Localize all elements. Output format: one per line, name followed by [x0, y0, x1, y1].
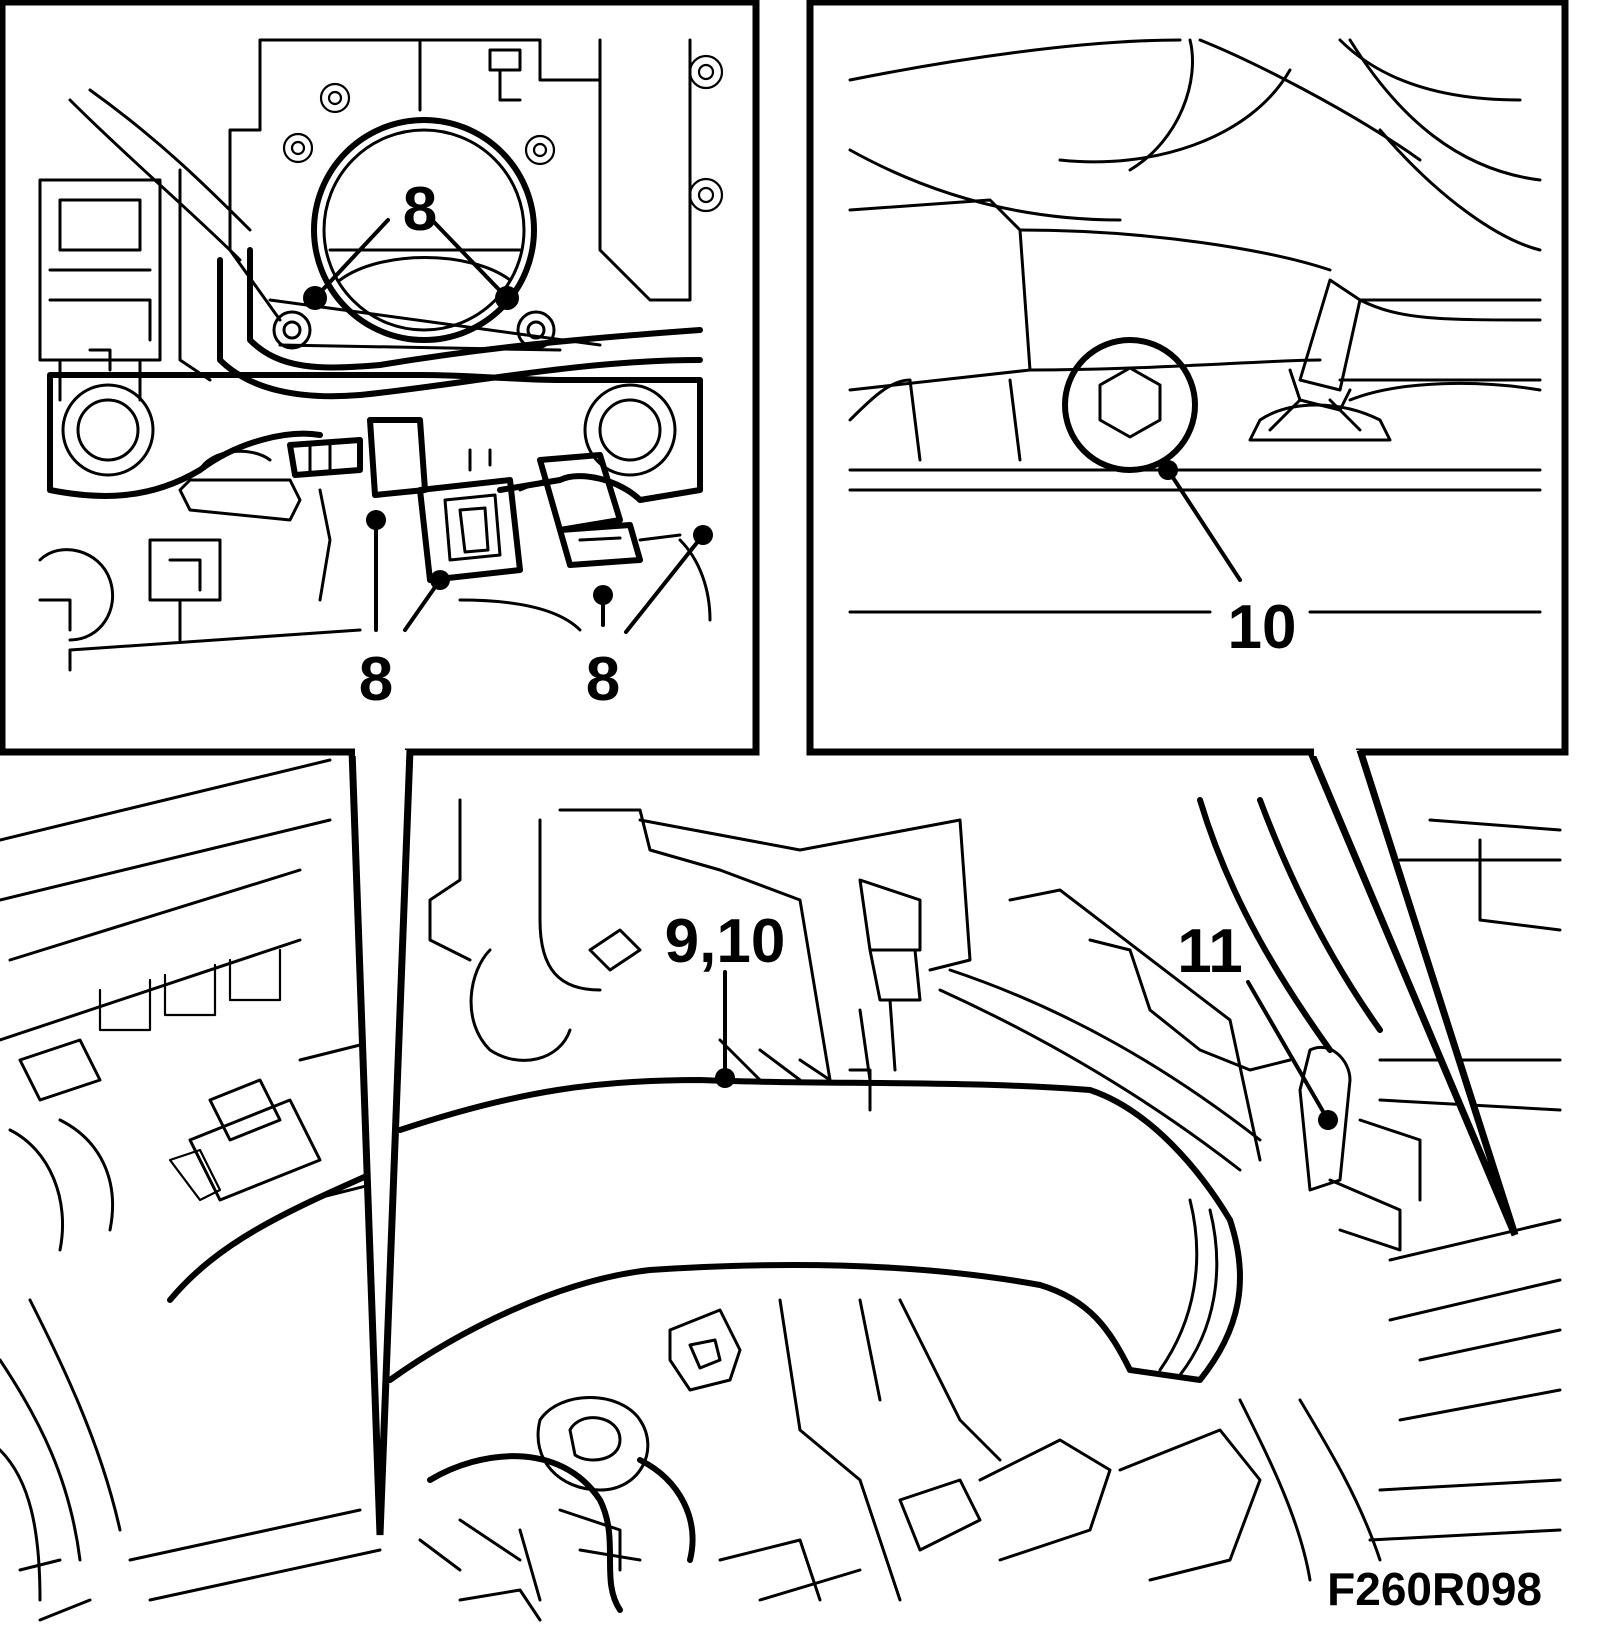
- callout-hose: 9,10: [665, 907, 786, 976]
- figure-code: F260R098: [1327, 1563, 1542, 1615]
- inset-throttle-body: 8 8 8: [0, 0, 760, 1536]
- inset-oil-drain-plug: 10: [806, 0, 1569, 1237]
- callout-sensor-left: 8: [359, 645, 393, 714]
- callout-oil-drain-plug: 10: [1228, 593, 1297, 662]
- main-callouts: 9,10 11: [665, 907, 1338, 1130]
- callout-sensor-right: 8: [586, 645, 620, 714]
- main-engine-view: [0, 758, 1562, 1622]
- callout-clamp: 11: [1177, 917, 1243, 986]
- callout-throttle-bolts: 8: [403, 175, 437, 244]
